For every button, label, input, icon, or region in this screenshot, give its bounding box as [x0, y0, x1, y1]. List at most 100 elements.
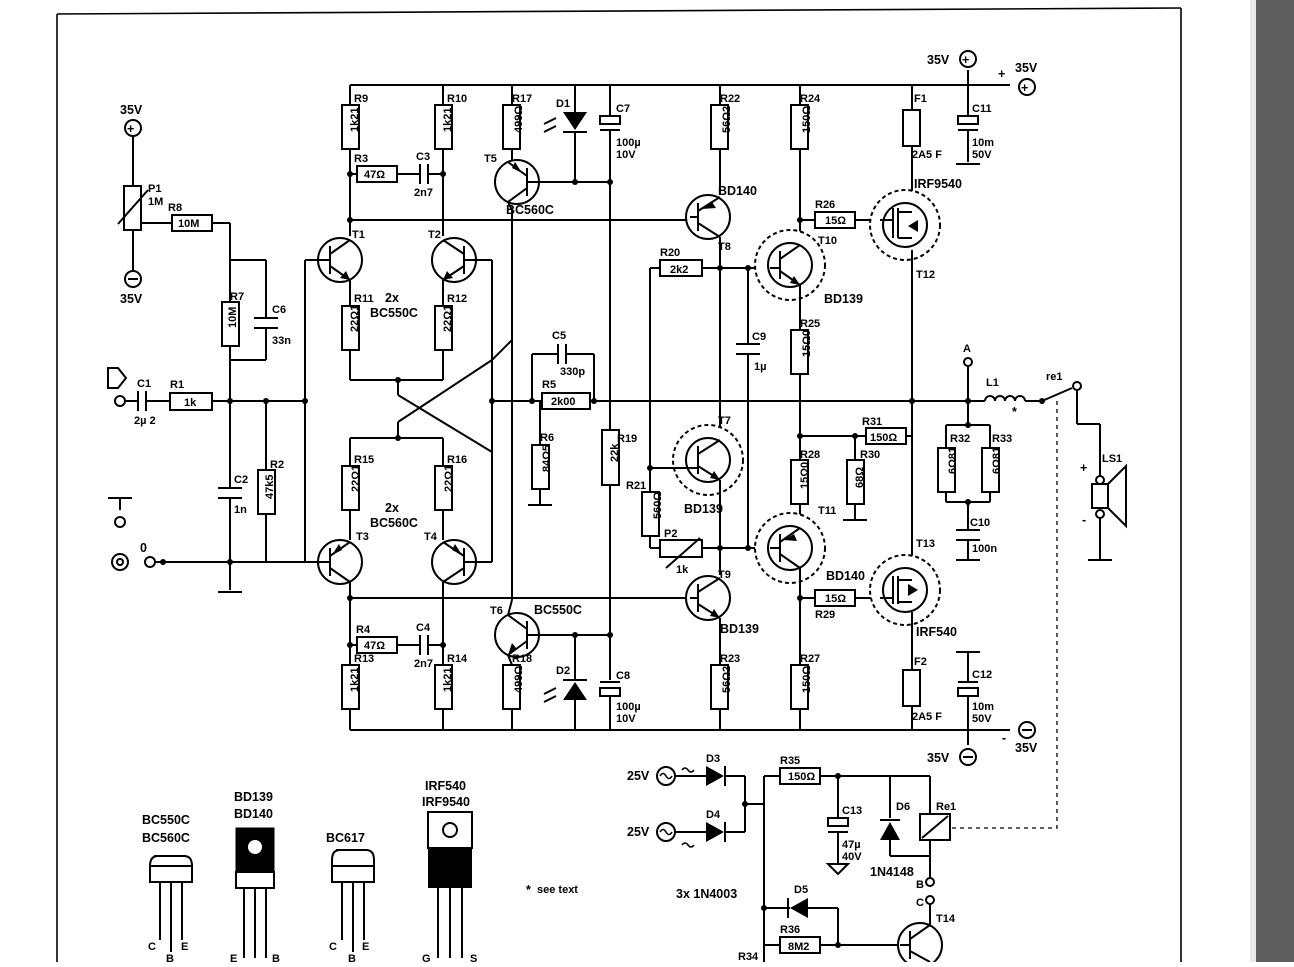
svg-text:R19: R19 [617, 433, 637, 445]
svg-text:BD140: BD140 [718, 184, 757, 198]
svg-text:IRF9540: IRF9540 [914, 177, 962, 191]
svg-text:R1: R1 [170, 379, 184, 391]
svg-text:C5: C5 [552, 330, 566, 342]
svg-text:B: B [166, 953, 174, 962]
svg-text:P2: P2 [664, 528, 677, 540]
svg-text:25V: 25V [627, 769, 650, 783]
svg-text:1k: 1k [184, 397, 197, 409]
svg-text:C10: C10 [970, 517, 990, 529]
svg-text:IRF540: IRF540 [425, 779, 466, 793]
vertical-scrollbar[interactable] [1256, 0, 1294, 962]
svg-text:R31: R31 [862, 416, 882, 428]
svg-text:15Ω0: 15Ω0 [799, 462, 811, 489]
svg-text:T12: T12 [916, 269, 935, 281]
svg-text:2A5 F: 2A5 F [912, 149, 942, 161]
svg-text:1N4148: 1N4148 [870, 865, 914, 879]
svg-text:T10: T10 [818, 235, 837, 247]
svg-text:6Ω81: 6Ω81 [991, 447, 1003, 474]
svg-text:C7: C7 [616, 103, 630, 115]
svg-text:100µ: 100µ [616, 701, 641, 713]
svg-text:2k2: 2k2 [670, 264, 688, 276]
label-35v-neg: 35V [927, 751, 950, 765]
svg-text:15Ω: 15Ω [825, 215, 846, 227]
svg-text:100µ: 100µ [616, 137, 641, 149]
svg-text:56Ω2: 56Ω2 [721, 666, 733, 693]
svg-text:50V: 50V [972, 149, 992, 161]
svg-text:BC560C: BC560C [370, 516, 418, 530]
svg-text:100n: 100n [972, 543, 997, 555]
svg-text:+: + [962, 53, 969, 67]
svg-text:T4: T4 [424, 531, 438, 543]
svg-text:47µ: 47µ [842, 839, 861, 851]
svg-text:150Ω: 150Ω [801, 106, 813, 133]
svg-text:10V: 10V [616, 149, 636, 161]
svg-text:0: 0 [140, 541, 147, 555]
svg-text:C2: C2 [234, 474, 248, 486]
svg-text:R34: R34 [738, 951, 759, 962]
svg-text:D6: D6 [896, 801, 910, 813]
svg-text:BD139: BD139 [720, 622, 759, 636]
svg-text:S: S [470, 953, 477, 962]
svg-text:C13: C13 [842, 805, 862, 817]
svg-text:2A5 F: 2A5 F [912, 711, 942, 723]
label-35v-pos-out: 35V [1015, 61, 1038, 75]
svg-text:150Ω: 150Ω [788, 771, 815, 783]
svg-text:R20: R20 [660, 247, 680, 259]
svg-text:10M: 10M [178, 218, 199, 230]
svg-text:B: B [916, 879, 924, 891]
svg-text:22Ω1: 22Ω1 [349, 305, 361, 332]
svg-text:R36: R36 [780, 924, 800, 936]
svg-text:BC560C: BC560C [506, 203, 554, 217]
svg-text:BD140: BD140 [826, 569, 865, 583]
svg-text:T9: T9 [718, 569, 731, 581]
svg-text:R26: R26 [815, 199, 835, 211]
svg-text:33n: 33n [272, 335, 291, 347]
svg-text:T13: T13 [916, 538, 935, 550]
svg-text:15Ω: 15Ω [825, 593, 846, 605]
svg-text:T7: T7 [718, 415, 731, 427]
svg-text:re1: re1 [1046, 371, 1063, 383]
svg-text:B: B [348, 953, 356, 962]
svg-text:BC550C: BC550C [534, 603, 582, 617]
svg-text:8M2: 8M2 [788, 941, 809, 953]
svg-text:499Ω: 499Ω [513, 666, 525, 693]
svg-text:BD140: BD140 [234, 807, 273, 821]
svg-text:T2: T2 [428, 229, 441, 241]
svg-text:E: E [362, 941, 369, 953]
svg-text:10m: 10m [972, 137, 994, 149]
svg-text:Re1: Re1 [936, 801, 956, 813]
svg-text:25V: 25V [627, 825, 650, 839]
svg-text:R13: R13 [354, 653, 374, 665]
svg-text:C3: C3 [416, 151, 430, 163]
svg-text:IRF9540: IRF9540 [422, 795, 470, 809]
svg-text:68Ω: 68Ω [854, 467, 866, 488]
svg-text:R21: R21 [626, 480, 646, 492]
svg-text:BD139: BD139 [684, 502, 723, 516]
svg-text:-: - [1082, 513, 1086, 527]
svg-text:47Ω: 47Ω [364, 640, 385, 652]
svg-text:T3: T3 [356, 531, 369, 543]
svg-text:50V: 50V [972, 713, 992, 725]
svg-text:D3: D3 [706, 753, 720, 765]
svg-text:R17: R17 [512, 93, 532, 105]
svg-text:22Ω1: 22Ω1 [443, 465, 455, 492]
svg-text:T11: T11 [818, 505, 836, 517]
svg-text:6Ω81: 6Ω81 [947, 447, 959, 474]
svg-text:R8: R8 [168, 202, 182, 214]
svg-text:T5: T5 [484, 153, 497, 165]
svg-text:P1: P1 [148, 183, 161, 195]
svg-text:C9: C9 [752, 331, 766, 343]
svg-text:BD139: BD139 [234, 790, 273, 804]
svg-text:A: A [963, 343, 971, 355]
svg-text:T8: T8 [718, 241, 731, 253]
svg-text:2µ 2: 2µ 2 [134, 415, 156, 427]
svg-text:R16: R16 [447, 454, 467, 466]
svg-text:E: E [230, 953, 237, 962]
svg-text:330p: 330p [560, 366, 585, 378]
svg-text:C6: C6 [272, 304, 286, 316]
svg-text:E: E [181, 941, 188, 953]
svg-text:2k00: 2k00 [551, 396, 575, 408]
svg-text:BC617: BC617 [326, 831, 365, 845]
svg-text:T14: T14 [936, 913, 956, 925]
label-35v-neg-out: 35V [1015, 741, 1038, 755]
